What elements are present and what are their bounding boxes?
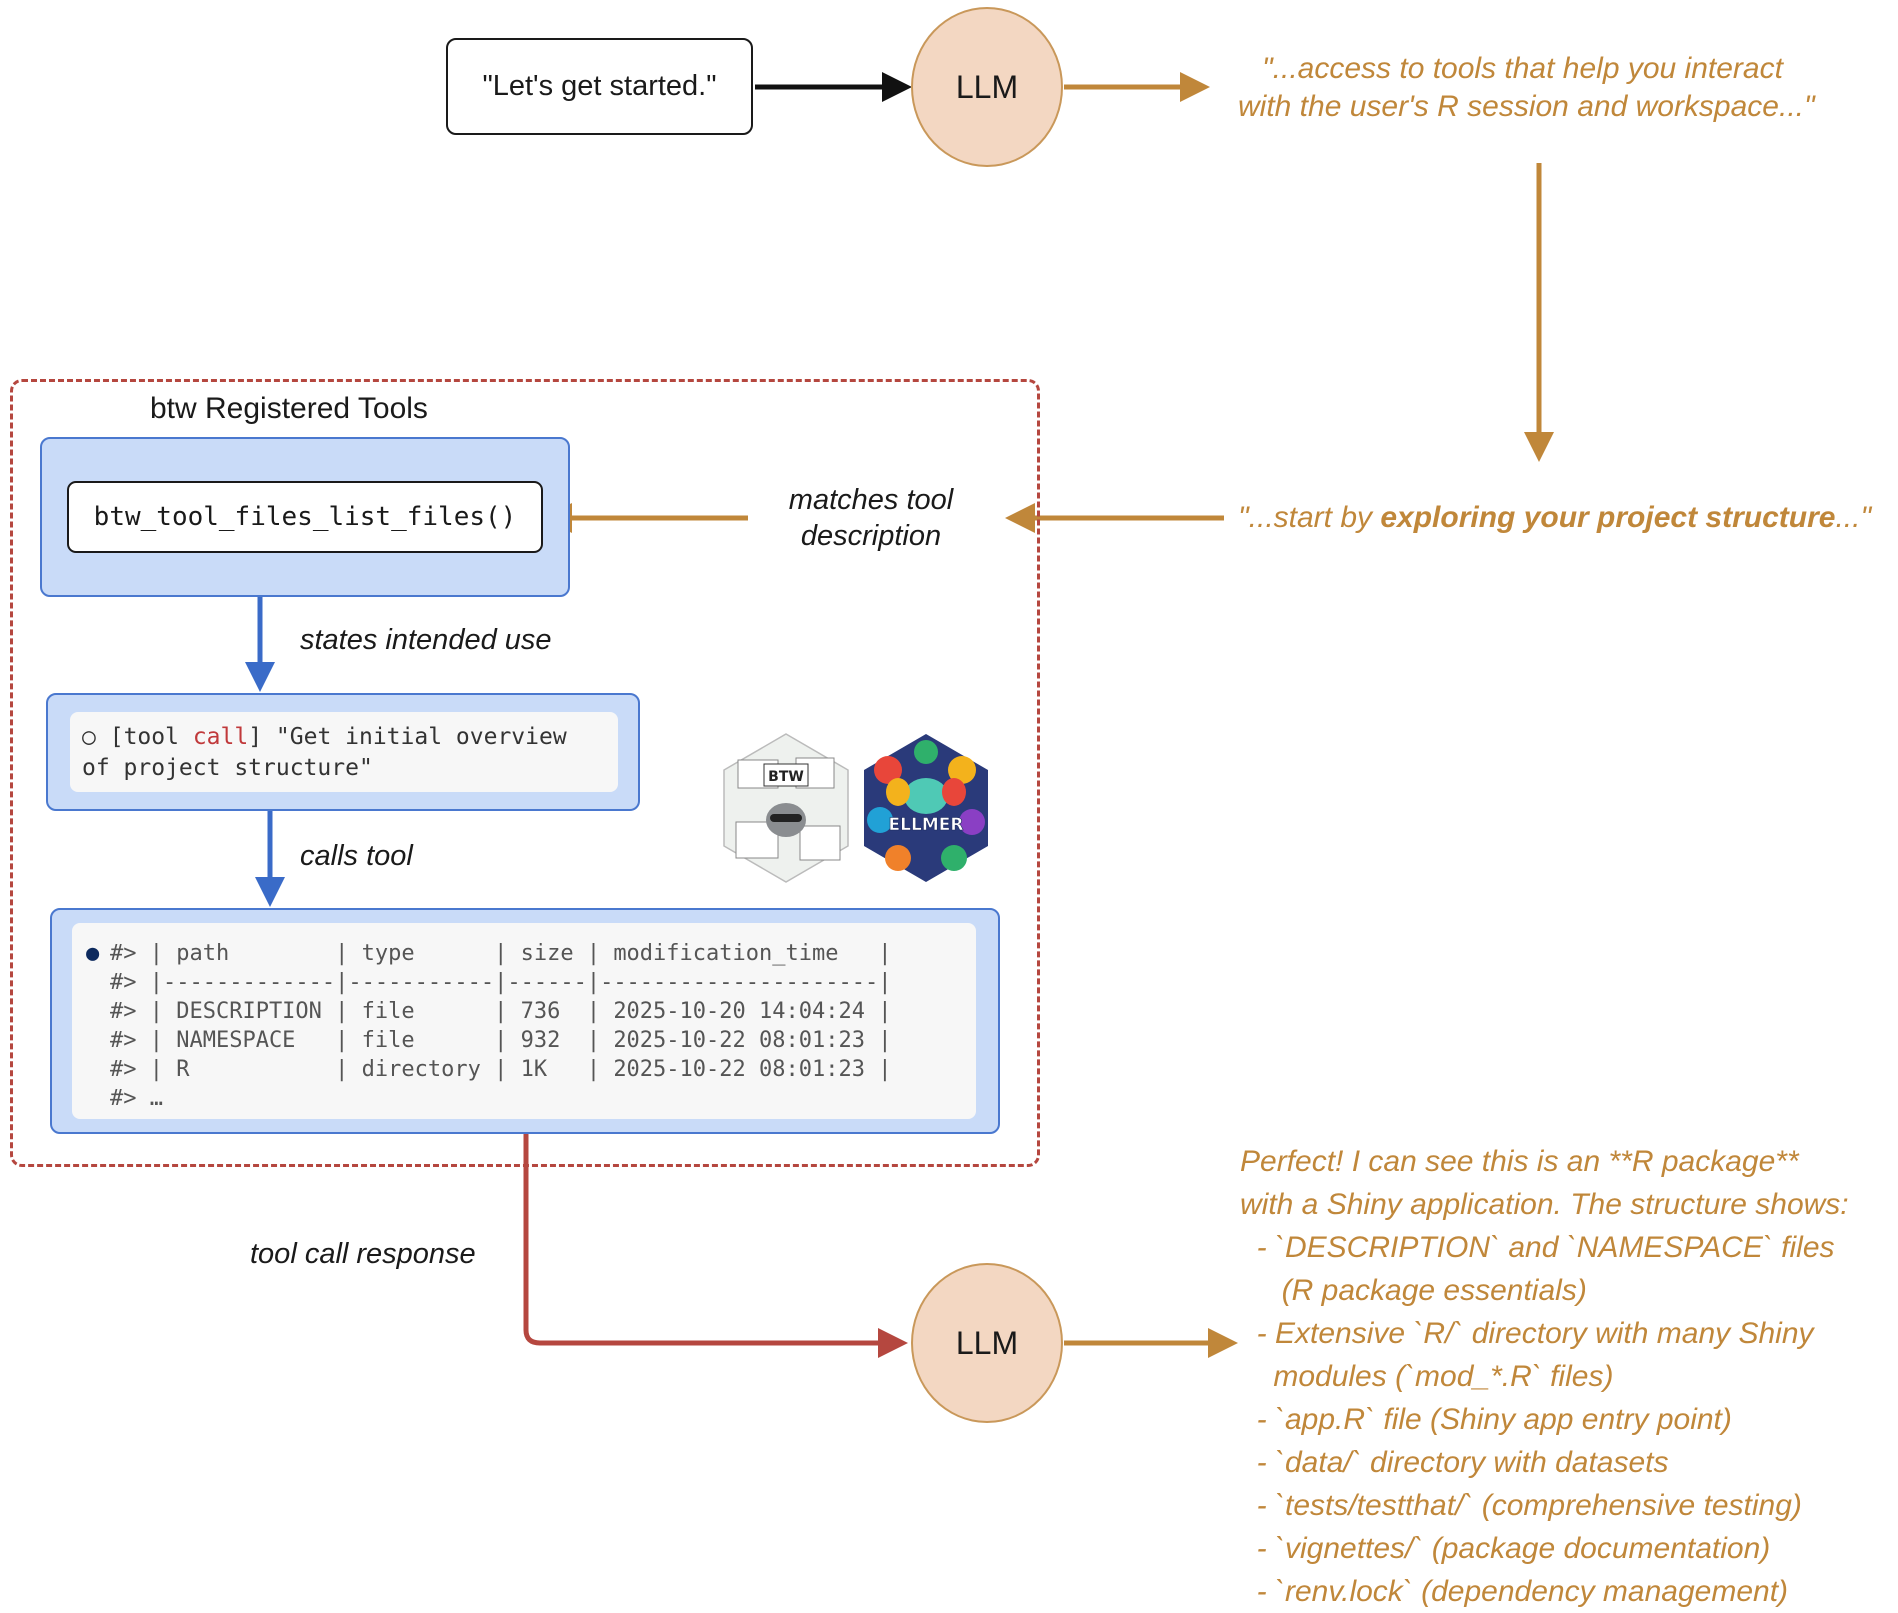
response-line: Perfect! I can see this is an **R packag… [1240,1145,1799,1178]
registry-title: btw Registered Tools [150,392,428,425]
user-message-text: "Let's get started." [482,70,717,102]
llm-label: LLM [955,1324,1019,1361]
bullet-icon: ● [86,941,100,966]
table-row-text: #> | DESCRIPTION | file | 736 | 2025-10-… [110,999,892,1024]
table-row-text: #> | NAMESPACE | file | 932 | 2025-10-22… [110,1028,892,1053]
ellmer-logo: ELLMER [864,734,988,882]
package-logos: BTW ELLMER [718,730,1008,890]
bullet-icon [86,968,110,997]
table-row: #> |-------------|-----------|------|---… [86,968,976,997]
tool-result-table: ● #> | path | type | size | modification_… [72,923,976,1119]
table-row: #> | R | directory | 1K | 2025-10-22 08:… [86,1055,976,1084]
circle-icon: ○ [82,724,96,750]
quote-line: with the user's R session and workspace.… [1238,90,1815,123]
matches-label-line: matches tool [788,484,954,516]
quote-line: "...access to tools that help you intera… [1262,52,1783,85]
response-line: - `renv.lock` (dependency management) [1240,1575,1789,1608]
reply-bold: exploring your project structure [1380,501,1836,534]
llm-reply-quote: "...start by exploring your project stru… [1238,499,1871,537]
bullet-icon [86,1084,110,1113]
tool-call-text: ] "Get initial overview [248,724,567,750]
ellmer-logo-text: ELLMER [889,815,964,835]
user-message-box: "Let's get started." [446,38,753,135]
matches-label-line: description [800,520,942,552]
bullet-icon [86,1055,110,1084]
tool-function-name: btw_tool_files_list_files() [93,502,517,532]
response-label: tool call response [250,1238,476,1270]
response-line: with a Shiny application. The structure … [1240,1188,1849,1221]
tool-call-keyword: call [192,724,249,750]
table-row-text: #> | path | type | size | modification_t… [110,941,892,966]
tool-call-message: ○ [tool call] "Get initial overview of p… [70,712,618,792]
states-use-label: states intended use [300,624,552,656]
matches-label: matches tool description [776,482,966,554]
system-prompt-quote: "...access to tools that help you intera… [1238,50,1815,126]
table-header-row: ● #> | path | type | size | modification_… [86,939,976,968]
llm-node-2: LLM [911,1263,1063,1423]
tool-call-text: [tool [109,724,193,750]
reply-suffix: ..." [1835,501,1872,534]
response-line: - `vignettes/` (package documentation) [1240,1532,1771,1565]
btw-tools-boundary [10,379,1040,1167]
response-line: - `data/` directory with datasets [1240,1446,1669,1479]
calls-tool-label: calls tool [300,840,413,872]
table-row-text: #> … [110,1086,163,1111]
table-row-text: #> | R | directory | 1K | 2025-10-22 08:… [110,1057,892,1082]
table-row-text: #> |-------------|-----------|------|---… [110,970,892,995]
reply-prefix: "...start by [1238,501,1381,534]
response-line: - `tests/testthat/` (comprehensive testi… [1240,1489,1802,1522]
response-line: (R package essentials) [1240,1274,1587,1307]
tool-call-text: of project structure" [82,755,373,781]
btw-logo-text: BTW [768,769,804,785]
table-row: #> … [86,1084,976,1113]
table-row: #> | DESCRIPTION | file | 736 | 2025-10-… [86,997,976,1026]
llm-node-1: LLM [911,7,1063,167]
table-row: #> | NAMESPACE | file | 932 | 2025-10-22… [86,1026,976,1055]
tool-function-box: btw_tool_files_list_files() [67,481,543,553]
final-llm-response: Perfect! I can see this is an **R packag… [1240,1140,1849,1613]
response-line: modules (`mod_*.R` files) [1240,1360,1614,1393]
response-line: - `app.R` file (Shiny app entry point) [1240,1403,1732,1436]
btw-logo: BTW [723,733,849,883]
llm-label: LLM [955,68,1019,105]
response-line: - Extensive `R/` directory with many Shi… [1240,1317,1814,1350]
response-line: - `DESCRIPTION` and `NAMESPACE` files [1240,1231,1835,1264]
bullet-icon [86,1026,110,1055]
bullet-icon [86,997,110,1026]
